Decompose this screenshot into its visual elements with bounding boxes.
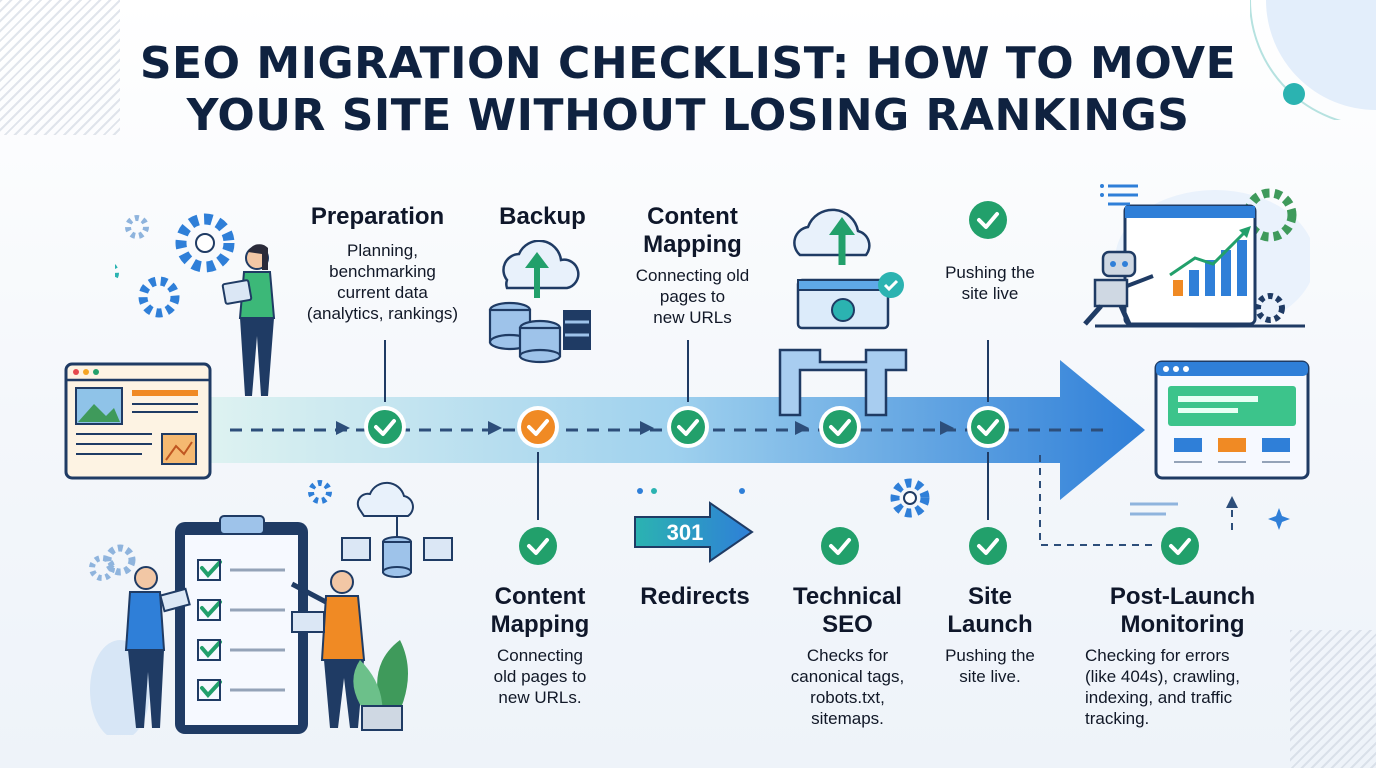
label-line: Technical (793, 583, 902, 610)
check-circle-content-mapping (666, 405, 710, 449)
list-lines-icon (1100, 183, 1140, 209)
flow-arrowhead-2 (488, 421, 502, 435)
step-label-content-mapping-top: Content Mapping (610, 203, 775, 259)
corner-hatch-top-left (0, 0, 120, 135)
desc-line: pages to (659, 287, 726, 306)
check-circle-bottom-content-mapping (516, 524, 560, 568)
page-title: SEO MIGRATION CHECKLIST: HOW TO MOVE YOU… (0, 38, 1376, 142)
desc-line: current data (337, 283, 428, 302)
step-label-site-launch: Site Launch (925, 583, 1055, 639)
step-label-technical-seo: Technical SEO (765, 583, 930, 639)
redirect-301-arrow-icon (632, 485, 757, 570)
label-line: Content (647, 203, 738, 230)
flow-arrowhead-3 (640, 421, 654, 435)
corner-hatch-bottom-right (1290, 630, 1376, 768)
desc-line: tracking. (1085, 709, 1150, 728)
desc-line: Connecting old (635, 266, 750, 285)
flow-arrowhead-1 (336, 421, 350, 435)
step-label-redirects: Redirects (640, 583, 750, 610)
desc-line: new URLs. (498, 688, 582, 707)
step-desc-post-launch: Checking for errors (like 404s), crawlin… (1085, 645, 1300, 729)
desc-line: Pushing the (945, 263, 1035, 282)
desc-line: (like 404s), crawling, (1085, 667, 1240, 686)
gears-icon-cluster (115, 205, 255, 345)
redirect-301-badge: 301 (666, 520, 704, 545)
check-circle-technical-seo (818, 405, 862, 449)
person-with-tablet-icon (212, 238, 292, 400)
check-circle-bottom-site-launch (966, 524, 1010, 568)
title-line-1: SEO MIGRATION CHECKLIST: HOW TO MOVE (139, 38, 1237, 89)
old-site-browser-icon (62, 360, 214, 482)
desc-line: Checking for errors (1085, 646, 1230, 665)
title-line-2: YOUR SITE WITHOUT LOSING RANKINGS (186, 90, 1190, 141)
desc-line: Checks for (806, 646, 889, 665)
desc-line: Pushing the (945, 646, 1035, 665)
step-label-content-mapping-bottom: Content Mapping (455, 583, 625, 639)
list-lines-icon-bottom (1130, 500, 1180, 520)
label-line: Launch (947, 611, 1033, 638)
check-circle-preparation (363, 405, 407, 449)
desc-line: (analytics, rankings) (306, 304, 459, 323)
desc-line: benchmarking (329, 262, 436, 281)
desc-line: robots.txt, (810, 688, 885, 707)
step-desc-technical-seo: Checks for canonical tags, robots.txt, s… (760, 645, 935, 729)
step-desc-preparation: Planning, benchmarking current data (ana… (270, 240, 495, 324)
label-line: Mapping (490, 611, 590, 638)
step-desc-launch-top: Pushing the site live (910, 262, 1070, 304)
check-circle-top-launch (966, 198, 1010, 242)
label-line: Post-Launch (1109, 583, 1256, 610)
step-desc-content-mapping-bottom: Connecting old pages to new URLs. (455, 645, 625, 708)
label-line: Site (967, 583, 1012, 610)
check-circle-site-launch (966, 405, 1010, 449)
step-label-backup: Backup (499, 203, 586, 230)
step-label-post-launch: Post-Launch Monitoring (1085, 583, 1280, 639)
check-circle-bottom-technical-seo (818, 524, 862, 568)
corner-circle-decoration (1250, 0, 1376, 120)
desc-line: sitemaps. (811, 709, 884, 728)
label-line: Mapping (643, 231, 742, 258)
desc-line: Connecting (496, 646, 583, 665)
label-line: SEO (822, 611, 873, 638)
clipboard-checklist-team-icon (80, 480, 480, 735)
sparkle-icon (1268, 508, 1290, 530)
desc-line: site live (961, 284, 1019, 303)
label-line: Monitoring (1120, 611, 1245, 638)
step-label-preparation: Preparation (310, 203, 445, 230)
label-line: Content (494, 583, 586, 610)
desc-line: new URLs (653, 308, 732, 327)
cloud-pipe-icon (765, 195, 915, 420)
desc-line: site live. (959, 667, 1021, 686)
desc-line: Planning, (347, 241, 418, 260)
robot-analytics-dashboard-icon (1055, 180, 1310, 330)
flow-arrowhead-4 (795, 421, 809, 435)
step-desc-site-launch: Pushing the site live. (920, 645, 1060, 687)
desc-line: indexing, and traffic (1085, 688, 1233, 707)
desc-line: canonical tags, (790, 667, 905, 686)
check-circle-backup (516, 405, 560, 449)
new-site-browser-icon (1152, 358, 1312, 483)
verified-badge-icon (876, 270, 906, 300)
gear-icon-small (885, 473, 935, 523)
desc-line: old pages to (493, 667, 587, 686)
backup-database-icon (485, 240, 595, 365)
step-desc-content-mapping-top: Connecting old pages to new URLs (600, 265, 785, 328)
flow-arrowhead-5 (940, 421, 954, 435)
check-circle-post-launch (1158, 524, 1202, 568)
